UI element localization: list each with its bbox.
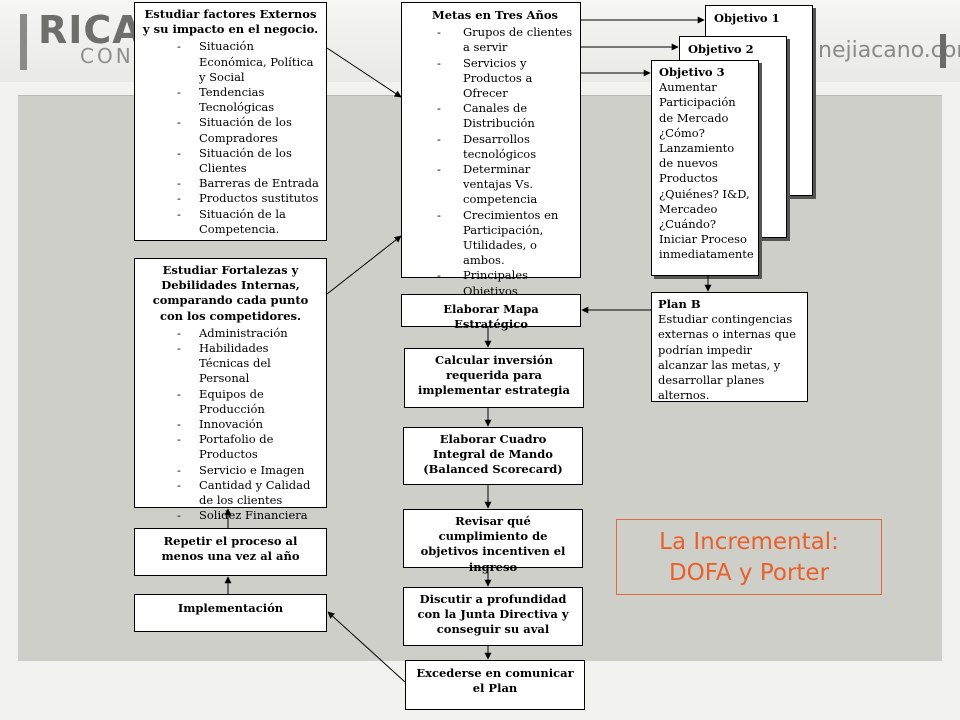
callout-box: La Incremental: DOFA y Porter (616, 519, 882, 595)
strategic-map-box: Elaborar Mapa Estratégico (401, 294, 581, 331)
communicate-plan-label: Excederse en comunicar el Plan (416, 666, 574, 696)
list-item: Situación de los Compradores (141, 115, 320, 145)
list-item: Barreras de Entrada (141, 176, 320, 191)
strategic-map-label: Elaborar Mapa Estratégico (443, 302, 539, 332)
board-discussion-box: Discutir a profundidad con la Junta Dire… (403, 587, 583, 646)
implementation-box: Implementación (134, 594, 327, 632)
list-item: Servicios y Productos a Ofrecer (406, 56, 576, 102)
balanced-scorecard-label: Elaborar Cuadro Integral de Mando (Balan… (423, 432, 563, 477)
review-objectives-box: Revisar qué cumplimiento de objetivos in… (403, 509, 583, 574)
list-item: Portafolio de Productos (141, 432, 320, 462)
internal-strengths-box: Estudiar Fortalezas y Debilidades Intern… (134, 258, 327, 524)
external-factors-title: Estudiar factores Externos y su impacto … (142, 7, 319, 37)
objective-1-title: Objetivo 1 (714, 11, 780, 25)
balanced-scorecard-box: Elaborar Cuadro Integral de Mando (Balan… (403, 427, 583, 485)
list-item: Determinar ventajas Vs. competencia (406, 162, 576, 208)
internal-strengths-list: Administración Habilidades Técnicas del … (141, 326, 320, 524)
logo-bar (20, 14, 27, 70)
list-item: Servicio e Imagen (141, 463, 320, 478)
objective-3-body: Aumentar Participación de Mercado ¿Cómo?… (659, 80, 754, 262)
logo-bar-right (940, 34, 946, 68)
plan-b-box: Plan B Estudiar contingencias externas o… (651, 292, 808, 402)
objective-3-box: Objetivo 3 Aumentar Participación de Mer… (651, 60, 759, 276)
external-factors-list: Situación Económica, Política y Social T… (141, 39, 320, 237)
list-item: Solidez Financiera (141, 508, 320, 523)
list-item: Equipos de Producción (141, 387, 320, 417)
goals-box: Metas en Tres Años Grupos de clientes a … (401, 2, 581, 313)
list-item: Desarrollos tecnológicos (406, 132, 576, 162)
list-item: Habilidades Técnicas del Personal (141, 341, 320, 387)
list-item: Productos sustitutos (141, 191, 320, 206)
list-item: Situación Económica, Política y Social (141, 39, 320, 85)
implementation-label: Implementación (177, 601, 284, 615)
website-text: nejiacano.com (818, 38, 960, 63)
review-objectives-label: Revisar qué cumplimiento de objetivos in… (420, 514, 566, 574)
list-item: Innovación (141, 417, 320, 432)
objective-2-title: Objetivo 2 (688, 42, 754, 56)
goals-title: Metas en Tres Años (432, 8, 558, 22)
callout-line-2: DOFA y Porter (668, 560, 830, 586)
investment-label: Calcular inversión requerida para implem… (417, 353, 571, 398)
list-item: Administración (141, 326, 320, 341)
list-item: Tendencias Tecnológicas (141, 85, 320, 115)
board-discussion-label: Discutir a profundidad con la Junta Dire… (417, 592, 569, 637)
callout-line-1: La Incremental: (659, 529, 839, 555)
internal-strengths-title: Estudiar Fortalezas y Debilidades Intern… (152, 263, 309, 323)
objective-3-title: Objetivo 3 (659, 65, 725, 79)
list-item: Situación de la Competencia. (141, 207, 320, 237)
plan-b-title: Plan B (658, 297, 701, 311)
external-factors-box: Estudiar factores Externos y su impacto … (134, 2, 327, 241)
plan-b-body: Estudiar contingencias externas o intern… (658, 312, 797, 403)
goals-list: Grupos de clientes a servir Servicios y … (406, 25, 576, 314)
repeat-process-label: Repetir el proceso al menos una vez al a… (161, 534, 300, 564)
list-item: Grupos de clientes a servir (406, 25, 576, 55)
repeat-process-box: Repetir el proceso al menos una vez al a… (134, 528, 327, 576)
list-item: Canales de Distribución (406, 101, 576, 131)
investment-box: Calcular inversión requerida para implem… (404, 348, 584, 408)
communicate-plan-box: Excederse en comunicar el Plan (405, 660, 585, 710)
list-item: Crecimientos en Participación, Utilidade… (406, 208, 576, 269)
list-item: Cantidad y Calidad de los clientes (141, 478, 320, 508)
list-item: Situación de los Clientes (141, 146, 320, 176)
